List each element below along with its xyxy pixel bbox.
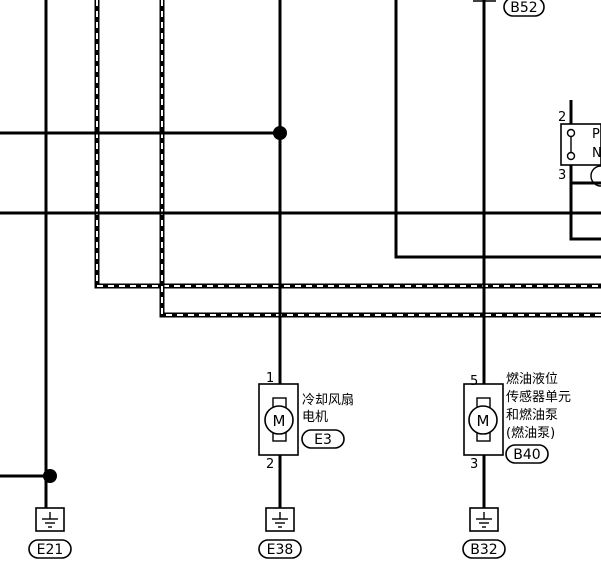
ground-e21: E21: [28, 507, 72, 559]
ground-icon: [476, 512, 492, 528]
ground-b32: B32: [462, 507, 506, 559]
fan-motor-icon: [264, 405, 294, 435]
wires: [0, 0, 601, 508]
fan-motor-pin-bottom: 2: [266, 457, 274, 472]
connector-b32-label: B32: [470, 542, 497, 558]
switch-pin-top: 2: [558, 110, 566, 125]
ground-icon: [272, 512, 288, 528]
fuel-pump-motor: M 5 3 燃油液位 传感器单元 和燃油泵 (燃油泵) B40: [463, 371, 571, 472]
connector-b40-label: B40: [513, 447, 540, 463]
connector-e38-label: E38: [267, 542, 294, 558]
fuel-pump-motor-icon: [468, 405, 498, 435]
fuel-pump-label-1: 燃油液位: [506, 371, 558, 387]
switch-label-p: P: [592, 127, 600, 142]
fuel-pump-label-2: 传感器单元: [506, 389, 571, 405]
switch-component: 2 3 P N: [558, 110, 601, 187]
fuel-pump-motor-letter: M: [477, 412, 490, 430]
splice-point: [273, 126, 287, 140]
switch-pin-bottom: 3: [558, 168, 566, 183]
switch-label-n: N: [592, 146, 601, 161]
fan-motor: M 1 2 冷却风扇 电机 E3: [258, 371, 354, 472]
fan-motor-pin-top: 1: [266, 371, 274, 386]
connector-e21-label: E21: [37, 542, 64, 558]
fuel-pump-pin-top: 5: [470, 374, 478, 389]
connector-b52-label: B52: [510, 0, 537, 16]
connector-e3-label: E3: [314, 432, 332, 448]
splice-point: [43, 469, 57, 483]
fan-motor-letter: M: [273, 412, 286, 430]
ground-e38: E38: [258, 507, 302, 559]
fuel-pump-label-3: 和燃油泵: [506, 407, 558, 423]
connector-b52: B52: [473, 0, 545, 17]
fuel-pump-pin-bottom: 3: [470, 457, 478, 472]
shield-lines: [94, 0, 601, 318]
fuel-pump-label-4: (燃油泵): [506, 425, 555, 441]
fan-motor-label-2: 电机: [302, 410, 328, 425]
ground-icon: [42, 512, 58, 528]
fan-motor-label-1: 冷却风扇: [302, 392, 354, 408]
